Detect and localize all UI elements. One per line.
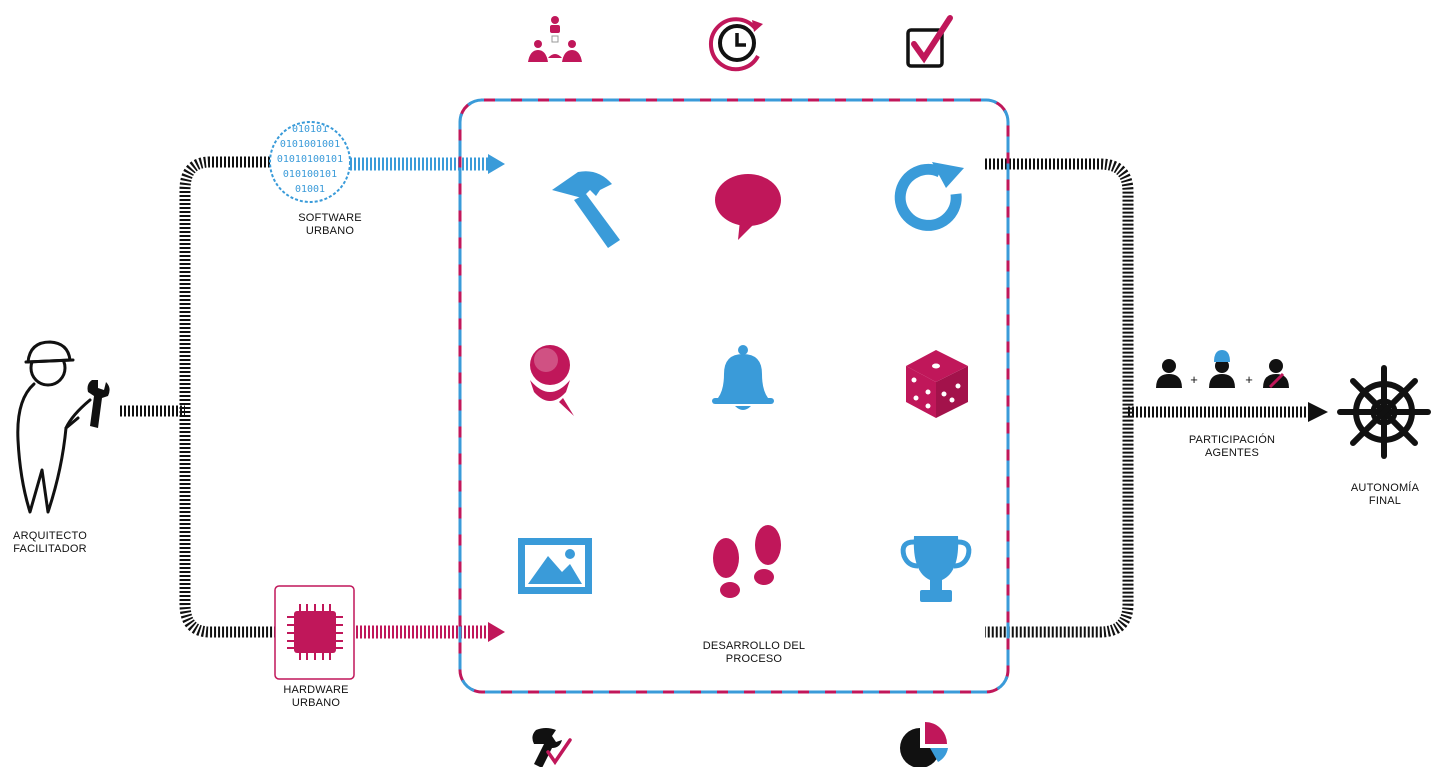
participation-arrow-head: [1308, 402, 1328, 422]
autonomy-label-line2: FINAL: [1368, 495, 1402, 507]
process-label: DESARROLLO DEL PROCESO: [692, 640, 816, 666]
binary-text-line: 010101: [292, 124, 328, 135]
left-connector: [120, 156, 282, 638]
worker-icon: [1209, 350, 1235, 388]
plus-operator-1: +: [1190, 372, 1198, 387]
refresh-icon: [894, 162, 964, 231]
process-frame-magenta: [458, 98, 1010, 694]
person-icon: [1156, 359, 1182, 388]
wrench-check-icon: [532, 728, 572, 767]
clock-icon: [708, 17, 763, 72]
speech-bubble-icon: [715, 174, 781, 240]
pie-chart-icon: [900, 722, 948, 767]
process-label-line1: DESARROLLO DEL: [702, 640, 806, 652]
official-icon: [1263, 359, 1289, 389]
team-icon: [528, 16, 582, 62]
chip-icon: [274, 585, 355, 680]
wrench-icon: [87, 380, 110, 428]
software-label-line2: URBANO: [305, 225, 355, 237]
participation-label-line1: PARTICIPACIÓN: [1188, 434, 1276, 446]
binary-text-line: 0101001001: [280, 139, 340, 150]
participation-label: PARTICIPACIÓN AGENTES: [1172, 434, 1292, 460]
plus-operator-2: +: [1245, 372, 1253, 387]
process-label-line2: PROCESO: [725, 653, 783, 665]
footprints-icon: [713, 525, 781, 598]
software-flow: [350, 154, 505, 174]
binary-text-line: 01001: [295, 184, 325, 195]
hardware-label: HARDWARE URBANO: [268, 684, 364, 710]
right-connector: [985, 158, 1310, 638]
bell-icon: [712, 345, 774, 410]
image-icon: [518, 538, 592, 594]
binary-circle-icon: 010101 0101001001 01010100101 010100101 …: [269, 121, 351, 203]
software-label: SOFTWARE URBANO: [282, 212, 378, 238]
pushpin-icon: [530, 345, 574, 416]
autonomy-label-line1: AUTONOMÍA: [1350, 482, 1420, 494]
hardware-flow: [356, 622, 505, 642]
binary-text-line: 010100101: [283, 169, 337, 180]
architect-figure-icon: [16, 340, 92, 514]
software-label-line1: SOFTWARE: [298, 212, 362, 224]
process-frame-blue: [458, 98, 1010, 694]
trophy-icon: [900, 536, 972, 602]
hardware-label-line1: HARDWARE: [283, 684, 349, 696]
binary-text-line: 01010100101: [277, 154, 343, 165]
dice-icon: [906, 350, 968, 418]
participation-label-line2: AGENTES: [1205, 447, 1259, 459]
autonomy-label: AUTONOMÍA FINAL: [1340, 482, 1430, 508]
hammer-icon: [552, 171, 620, 248]
hardware-label-line2: URBANO: [291, 697, 341, 709]
checkbox-icon: [906, 15, 953, 68]
ship-wheel-icon: [1337, 365, 1431, 459]
architect-label-line1: ARQUITECTO: [13, 530, 87, 542]
architect-label: ARQUITECTO FACILITADOR: [0, 530, 100, 556]
architect-label-line2: FACILITADOR: [13, 543, 87, 555]
